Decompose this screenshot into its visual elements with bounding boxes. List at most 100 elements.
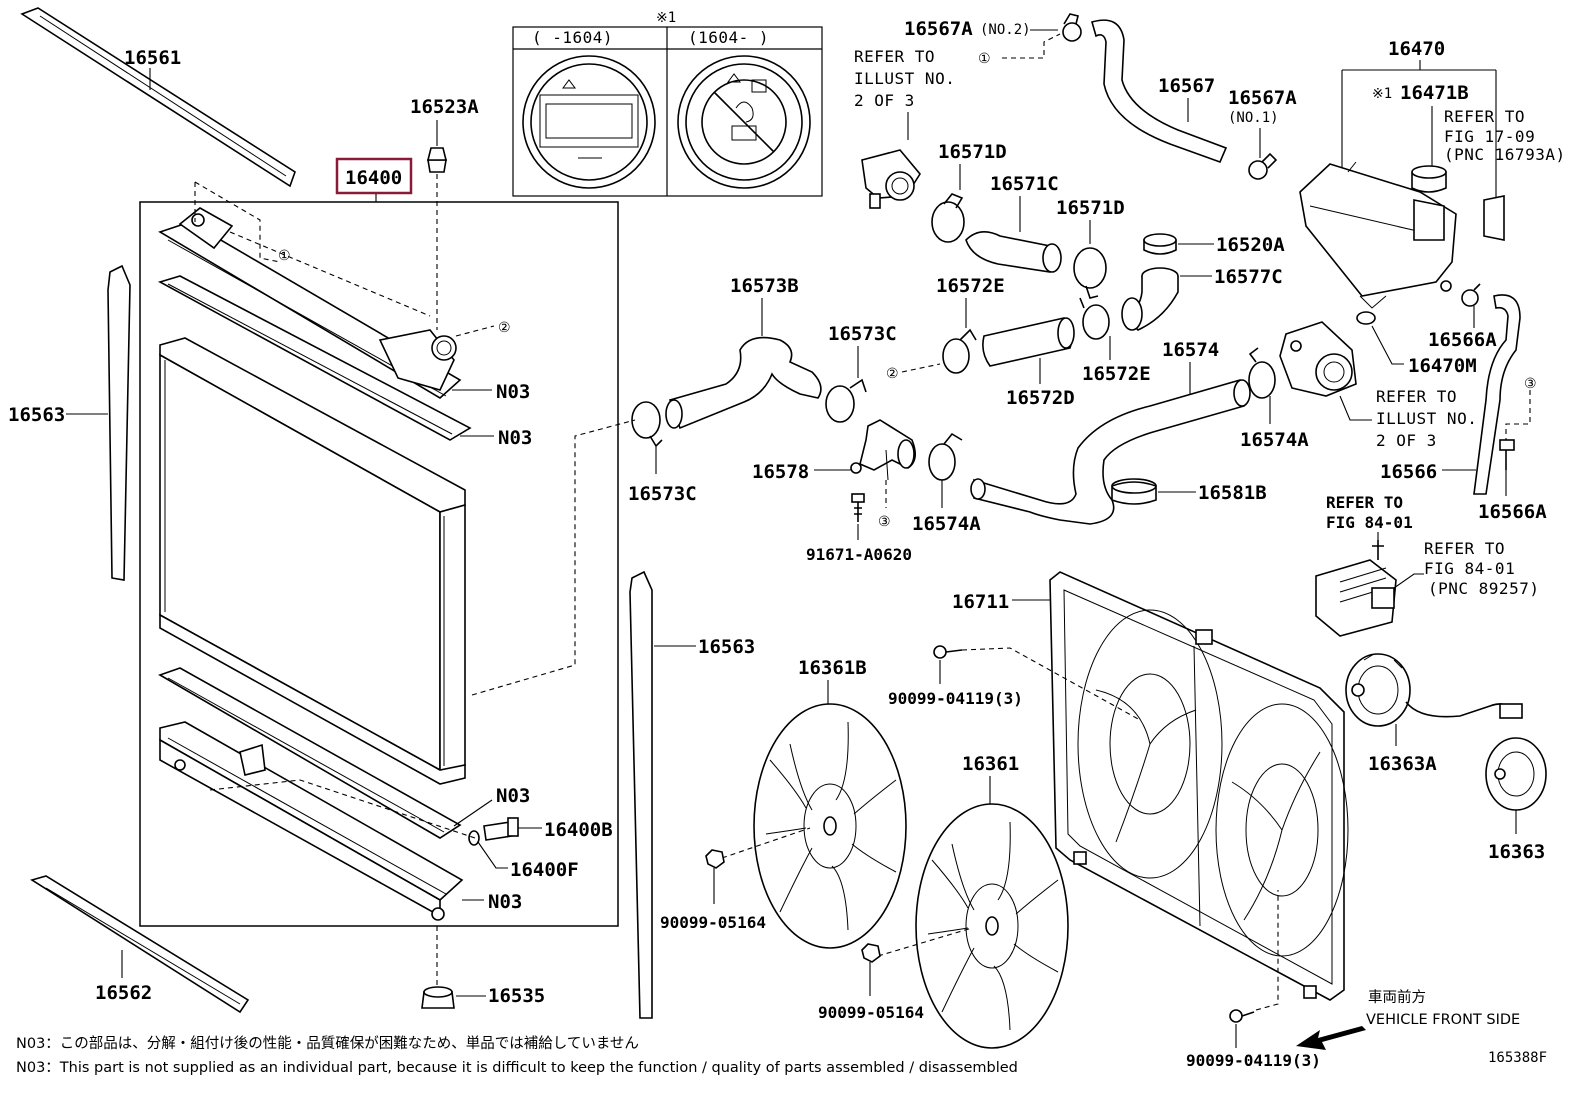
- label-16400B[interactable]: 16400B: [544, 819, 613, 841]
- label-16711[interactable]: 16711: [952, 591, 1009, 613]
- part-16572E-clamp-2[interactable]: [1079, 297, 1110, 340]
- label-16572D[interactable]: 16572D: [1006, 387, 1075, 409]
- label-16578[interactable]: 16578: [752, 461, 809, 483]
- label-91671[interactable]: 91671-A0620: [806, 545, 912, 564]
- label-16400F[interactable]: 16400F: [510, 859, 579, 881]
- part-16574A-clamp-2[interactable]: [1248, 347, 1276, 399]
- label-16363[interactable]: 16363: [1488, 841, 1545, 863]
- label-16561[interactable]: 16561: [124, 47, 181, 69]
- part-16571D-clamp-2[interactable]: [1073, 247, 1107, 299]
- label-16563-right[interactable]: 16563: [698, 636, 755, 658]
- label-16471B[interactable]: 16471B: [1400, 82, 1469, 104]
- part-16571D-clamp-1[interactable]: [931, 193, 965, 243]
- label-16562[interactable]: 16562: [95, 982, 152, 1004]
- label-16535[interactable]: 16535: [488, 985, 545, 1007]
- radiator-upper-gasket[interactable]: [157, 275, 472, 441]
- part-16563-left-seal[interactable]: [107, 264, 131, 581]
- label-16563-left[interactable]: 16563: [8, 404, 65, 426]
- label-90099-05164-b[interactable]: 90099-05164: [818, 1003, 924, 1022]
- label-n03-4[interactable]: N03: [488, 891, 522, 913]
- part-16573C-clamp-2[interactable]: [631, 401, 663, 448]
- part-16400-highlight[interactable]: [335, 157, 413, 195]
- part-water-inlet-mid[interactable]: [1279, 321, 1357, 397]
- part-16573B-hose[interactable]: [665, 336, 822, 430]
- label-16567[interactable]: 16567: [1158, 75, 1215, 97]
- part-16520A-plug[interactable]: [1143, 233, 1177, 255]
- part-16523A-grommet[interactable]: [426, 147, 448, 173]
- label-16567A-no1[interactable]: 16567A: [1228, 87, 1297, 109]
- part-16573C-clamp-1[interactable]: [825, 378, 867, 423]
- part-16400F-o-ring[interactable]: [468, 830, 480, 846]
- part-16470M-cap[interactable]: [1356, 311, 1376, 325]
- part-90099-04119-bolt-bottom[interactable]: [1229, 1009, 1255, 1023]
- label-16361[interactable]: 16361: [962, 753, 1019, 775]
- part-90099-05164-nut-b[interactable]: [861, 943, 881, 963]
- label-90099-04119-a[interactable]: 90099-04119(3): [888, 689, 1023, 708]
- part-16572E-clamp-1[interactable]: [942, 328, 977, 374]
- part-16581B-clamp[interactable]: [1111, 478, 1157, 505]
- label-16361B[interactable]: 16361B: [798, 657, 867, 679]
- label-16523A[interactable]: 16523A: [410, 96, 479, 118]
- label-16574A-1[interactable]: 16574A: [912, 513, 981, 535]
- part-water-outlet-top[interactable]: [861, 149, 921, 209]
- label-90099-05164-a[interactable]: 90099-05164: [660, 913, 766, 932]
- part-16574-hose[interactable]: [970, 379, 1251, 525]
- label-16572E-1[interactable]: 16572E: [936, 275, 1005, 297]
- label-16581B[interactable]: 16581B: [1198, 482, 1267, 504]
- part-16535-cushion[interactable]: [421, 986, 455, 1009]
- label-16470M[interactable]: 16470M: [1408, 355, 1477, 377]
- part-16563-right-seal[interactable]: [629, 570, 653, 1019]
- cap-old-type-image[interactable]: [522, 55, 656, 189]
- part-16572D-hose[interactable]: [982, 317, 1075, 367]
- part-16567-hose[interactable]: [1091, 19, 1228, 164]
- label-16573C-1[interactable]: 16573C: [828, 323, 897, 345]
- part-91671-bolt[interactable]: [851, 493, 865, 522]
- cap-new-type-image[interactable]: [677, 55, 811, 189]
- label-16571D-1[interactable]: 16571D: [938, 141, 1007, 163]
- label-16577C[interactable]: 16577C: [1214, 266, 1283, 288]
- part-90099-05164-nut-a[interactable]: [705, 849, 725, 869]
- label-16573B[interactable]: 16573B: [730, 275, 799, 297]
- label-16574A-2[interactable]: 16574A: [1240, 429, 1309, 451]
- part-16567A-no2-clamp[interactable]: [1062, 13, 1082, 42]
- label-16520A[interactable]: 16520A: [1216, 234, 1285, 256]
- label-n03-1[interactable]: N03: [496, 381, 530, 403]
- part-16567A-no1-clamp[interactable]: [1248, 152, 1278, 180]
- part-90099-04119-bolt-top[interactable]: [933, 645, 963, 659]
- label-n03-3[interactable]: N03: [496, 785, 530, 807]
- label-16566A-2[interactable]: 16566A: [1478, 501, 1547, 523]
- label-16363A[interactable]: 16363A: [1368, 753, 1437, 775]
- part-16793A-label[interactable]: [1483, 195, 1505, 241]
- label-16571D-2[interactable]: 16571D: [1056, 197, 1125, 219]
- label-n03-2[interactable]: N03: [498, 427, 532, 449]
- part-16561-seal[interactable]: [20, 7, 296, 188]
- part-16470-reservoir[interactable]: [1299, 161, 1457, 309]
- label-16574[interactable]: 16574: [1162, 339, 1219, 361]
- part-16363A-motor[interactable]: [1345, 653, 1411, 727]
- part-16562-seal[interactable]: [30, 875, 250, 1014]
- label-16566[interactable]: 16566: [1380, 461, 1437, 483]
- radiator-core[interactable]: [159, 337, 466, 785]
- label-16571C[interactable]: 16571C: [990, 173, 1059, 195]
- part-16577C-outlet[interactable]: [1121, 267, 1179, 331]
- part-16361B-fan[interactable]: [753, 703, 907, 949]
- label-16566A-1[interactable]: 16566A: [1428, 329, 1497, 351]
- part-16363-motor[interactable]: [1485, 737, 1547, 811]
- part-16566A-clamp-bottom[interactable]: [1499, 439, 1515, 470]
- part-16574A-clamp-1[interactable]: [928, 432, 963, 481]
- part-16711-shroud[interactable]: [1049, 571, 1349, 1001]
- part-16566A-clamp-top[interactable]: [1461, 283, 1481, 307]
- label-16572E-2[interactable]: 16572E: [1082, 363, 1151, 385]
- part-16571C-hose[interactable]: [965, 231, 1062, 273]
- label-16400[interactable]: 16400: [345, 167, 402, 189]
- label-16567A-no2[interactable]: 16567A: [904, 18, 973, 40]
- part-fan-controller[interactable]: [1315, 540, 1397, 637]
- label-16470[interactable]: 16470: [1388, 38, 1445, 60]
- part-16566-hose[interactable]: [1473, 294, 1521, 495]
- label-90099-04119-b[interactable]: 90099-04119(3): [1186, 1051, 1321, 1070]
- part-16361-fan[interactable]: [915, 803, 1069, 1049]
- part-16578-pipe[interactable]: [850, 419, 916, 481]
- radiator-upper-tank[interactable]: [158, 207, 462, 399]
- part-16471B-cap[interactable]: [1411, 165, 1447, 193]
- label-16573C-2[interactable]: 16573C: [628, 483, 697, 505]
